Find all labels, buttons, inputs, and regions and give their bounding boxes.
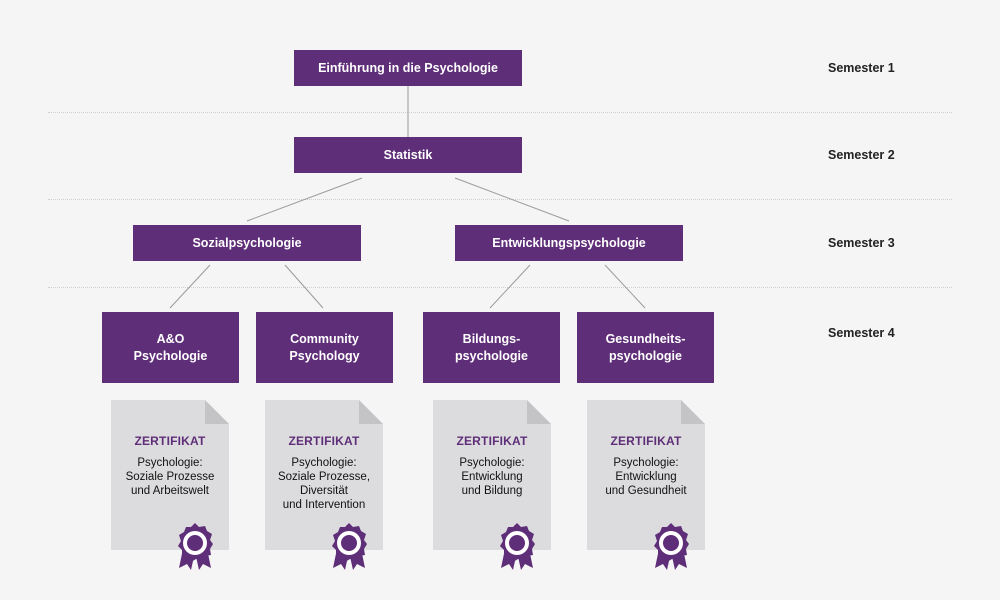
- course-box-entwicklungspsychologie: Entwicklungspsychologie: [455, 225, 683, 261]
- certificate-paper-icon: [265, 400, 383, 550]
- certificate-title: ZERTIFIKAT: [456, 434, 528, 448]
- certificate-card: ZERTIFIKAT Psychologie: Entwicklung und …: [433, 400, 551, 570]
- award-ribbon-icon: [332, 523, 367, 570]
- connector-statistik-entwicklung: [454, 177, 570, 222]
- course-box-sozialpsychologie: Sozialpsychologie: [133, 225, 361, 261]
- certificate-paper-icon: [433, 400, 551, 550]
- certificate-card: ZERTIFIKAT Psychologie: Soziale Prozesse…: [111, 400, 229, 570]
- course-box-intro: Einführung in die Psychologie: [294, 50, 522, 86]
- connector-entwicklung-gesundheit: [604, 264, 646, 309]
- semester-label-3: Semester 3: [828, 236, 895, 250]
- course-box-community-psychology: Community Psychology: [256, 312, 393, 383]
- row-separator: [48, 287, 952, 288]
- connector-statistik-sozial: [246, 177, 363, 222]
- semester-label-2: Semester 2: [828, 148, 895, 162]
- connector-entwicklung-bildung: [489, 264, 531, 309]
- connector-sozial-community: [284, 264, 324, 309]
- certificate-paper-icon: [111, 400, 229, 550]
- certificate-title: ZERTIFIKAT: [288, 434, 360, 448]
- certificate-title: ZERTIFIKAT: [134, 434, 206, 448]
- award-ribbon-icon: [178, 523, 213, 570]
- award-ribbon-icon: [500, 523, 535, 570]
- course-box-gesundheitspsychologie: Gesundheits- psychologie: [577, 312, 714, 383]
- certificate-text: Psychologie: Soziale Prozesse und Arbeit…: [125, 457, 215, 497]
- course-box-bildungspsychologie: Bildungs- psychologie: [423, 312, 560, 383]
- certificate-text: Psychologie: Soziale Prozesse, Diversitä…: [277, 457, 371, 511]
- certificate-paper-icon: [587, 400, 705, 550]
- certificate-text: Psychologie: Entwicklung und Gesundheit: [605, 457, 687, 497]
- row-separator: [48, 199, 952, 200]
- connector-sozial-ao: [169, 264, 211, 309]
- semester-label-4: Semester 4: [828, 326, 895, 340]
- certificate-card: ZERTIFIKAT Psychologie: Soziale Prozesse…: [265, 400, 383, 570]
- certificate-title: ZERTIFIKAT: [610, 434, 682, 448]
- course-box-statistik: Statistik: [294, 137, 522, 173]
- award-ribbon-icon: [654, 523, 689, 570]
- certificate-text: Psychologie: Entwicklung und Bildung: [459, 457, 525, 497]
- semester-label-1: Semester 1: [828, 61, 895, 75]
- certificate-card: ZERTIFIKAT Psychologie: Entwicklung und …: [587, 400, 705, 570]
- course-box-ao-psychologie: A&O Psychologie: [102, 312, 239, 383]
- row-separator: [48, 112, 952, 113]
